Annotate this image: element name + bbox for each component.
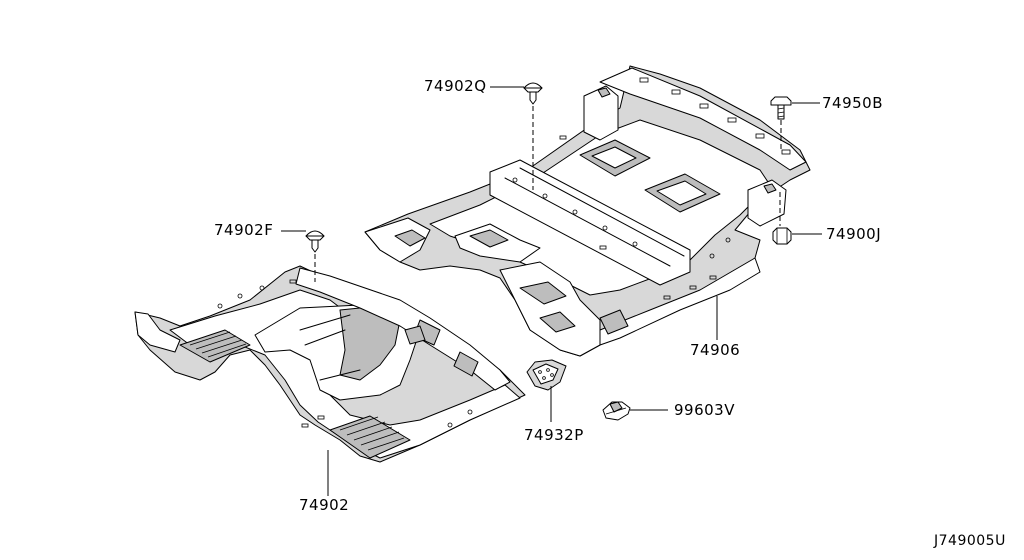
- label-74902f: 74902F: [214, 221, 274, 239]
- nut-74900j: [772, 227, 792, 245]
- rear-floor-insulator: [364, 65, 811, 357]
- label-99603v: 99603V: [674, 401, 735, 419]
- clip-74902f: [305, 230, 325, 253]
- label-74902q: 74902Q: [424, 77, 487, 95]
- small-clip-99603v: [602, 401, 631, 421]
- label-74950b: 74950B: [822, 94, 884, 112]
- leader-lines: [281, 86, 822, 496]
- clip-74902q: [523, 82, 543, 105]
- label-74906: 74906: [690, 341, 741, 359]
- label-74900j: 74900J: [826, 225, 882, 243]
- bolt-74950b: [770, 96, 792, 120]
- label-74902: 74902: [299, 496, 350, 514]
- front-floor-insulator: [134, 265, 526, 463]
- label-74932p: 74932P: [524, 426, 584, 444]
- diagram-code: J749005U: [934, 533, 1006, 549]
- bracket-plate-74932p: [526, 359, 567, 391]
